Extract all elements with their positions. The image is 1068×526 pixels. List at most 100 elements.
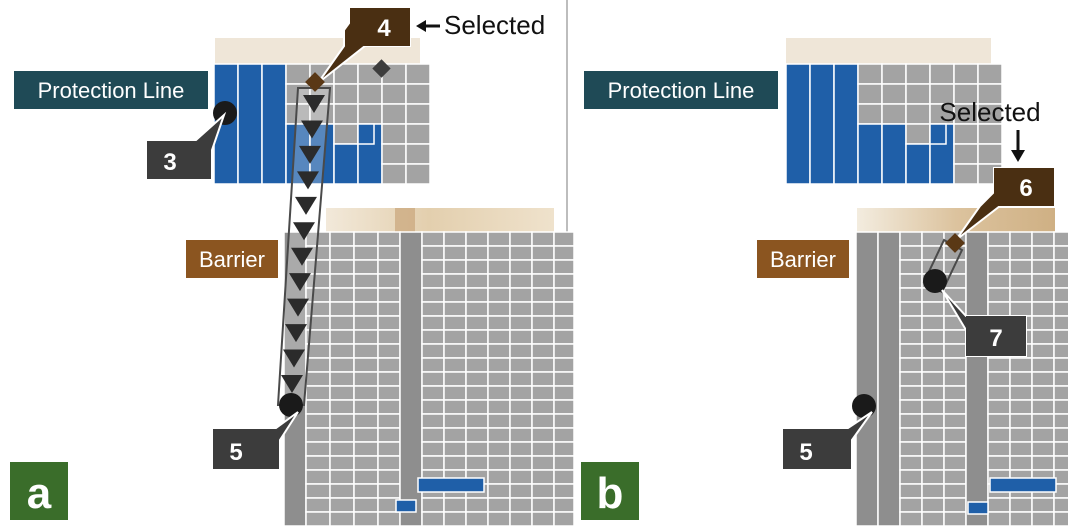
grid-cell [421,329,445,345]
grid-cell [381,123,407,145]
grid-cell [353,413,379,429]
grid-cell [353,231,379,247]
svg-text:3: 3 [163,149,176,176]
grid-cell [531,343,555,359]
grid-cell [553,357,575,373]
grid-cell [943,357,967,373]
grid-cell [353,371,379,387]
grid-cell [509,231,533,247]
grid-cell [353,469,379,485]
panel-letter-b: b [581,462,639,520]
grid-cell [329,511,355,526]
panel-b: Protection Line Barrier Selected 6 7 [581,38,1068,526]
grid-cell [509,483,533,499]
grid-cell [377,287,401,303]
grid-cell [1009,511,1033,526]
grid-cell [921,413,945,429]
grid-cell [899,371,923,387]
svg-text:a: a [27,469,52,518]
path-arrow [281,375,303,393]
barrier-column [877,231,901,526]
grid-cell [987,245,1011,261]
grid-cell [487,273,511,289]
grid-cell [443,287,467,303]
grid-cell [381,143,407,165]
grid-cell [943,469,967,485]
grid-cell [921,497,945,513]
grid-cell [305,497,331,513]
grid-cell [381,83,407,105]
grid-cell [443,399,467,415]
grid-cell [531,427,555,443]
grid-cell [329,455,355,471]
grid-cell [1053,413,1068,429]
grid-cell [1053,301,1068,317]
path-arrow [287,298,309,317]
grid-cell [509,245,533,261]
barrier-column [855,231,879,526]
grid-cell [921,483,945,499]
svg-text:5: 5 [229,439,242,466]
grid-cell [443,273,467,289]
grid-cell [509,441,533,457]
svg-text:Protection Line: Protection Line [38,78,185,103]
grid-cell [357,83,383,105]
grid-cell [1031,357,1055,373]
path-arrow [283,349,305,368]
grid-cell [305,399,331,415]
grid-cell [421,385,445,401]
grid-cell [405,143,431,165]
grid-cell [899,343,923,359]
grid-cell [1031,245,1055,261]
grid-cell [899,511,923,526]
grid-cell [421,455,445,471]
grid-cell [531,357,555,373]
svg-text:Barrier: Barrier [770,247,836,272]
grid-cell [987,273,1011,289]
grid-cell [381,163,407,185]
grid-cell [943,329,967,345]
grid-cell [377,259,401,275]
grid-cell [305,413,331,429]
grid-cell [1031,441,1055,457]
selected-annotation: Selected [939,97,1041,162]
grid-cell [329,469,355,485]
grid-cell [509,469,533,485]
grid-cell [377,413,401,429]
grid-cell [1031,301,1055,317]
grid-cell [465,329,489,345]
grid-cell [353,511,379,526]
grid-cell [421,399,445,415]
grid-cell [377,371,401,387]
grid-cell [987,287,1011,303]
grid-cell [1031,273,1055,289]
svg-text:b: b [597,469,624,518]
grid-cell [405,163,431,185]
grid-cell [553,427,575,443]
grid-cell [465,511,489,526]
grid-cell [1031,413,1055,429]
grid-cell [857,83,883,105]
grid-cell [987,231,1011,247]
grid-cell [421,287,445,303]
grid-cell [553,399,575,415]
grid-cell [509,511,533,526]
grid-cell [921,455,945,471]
grid-cell [531,455,555,471]
blue-column [809,63,835,185]
grid-cell [421,273,445,289]
grid-cell [443,441,467,457]
path-arrow [295,196,317,215]
grid-cell [881,83,907,105]
grid-cell [305,371,331,387]
grid-cell [1053,497,1068,513]
grid-cell [531,399,555,415]
grid-cell [1009,245,1033,261]
grid-cell [1009,287,1033,303]
grid-cell [305,455,331,471]
blue-column [881,123,907,185]
grid-cell [329,301,355,317]
svg-text:4: 4 [377,15,391,42]
blue-cell [357,123,375,145]
grid-cell [421,441,445,457]
